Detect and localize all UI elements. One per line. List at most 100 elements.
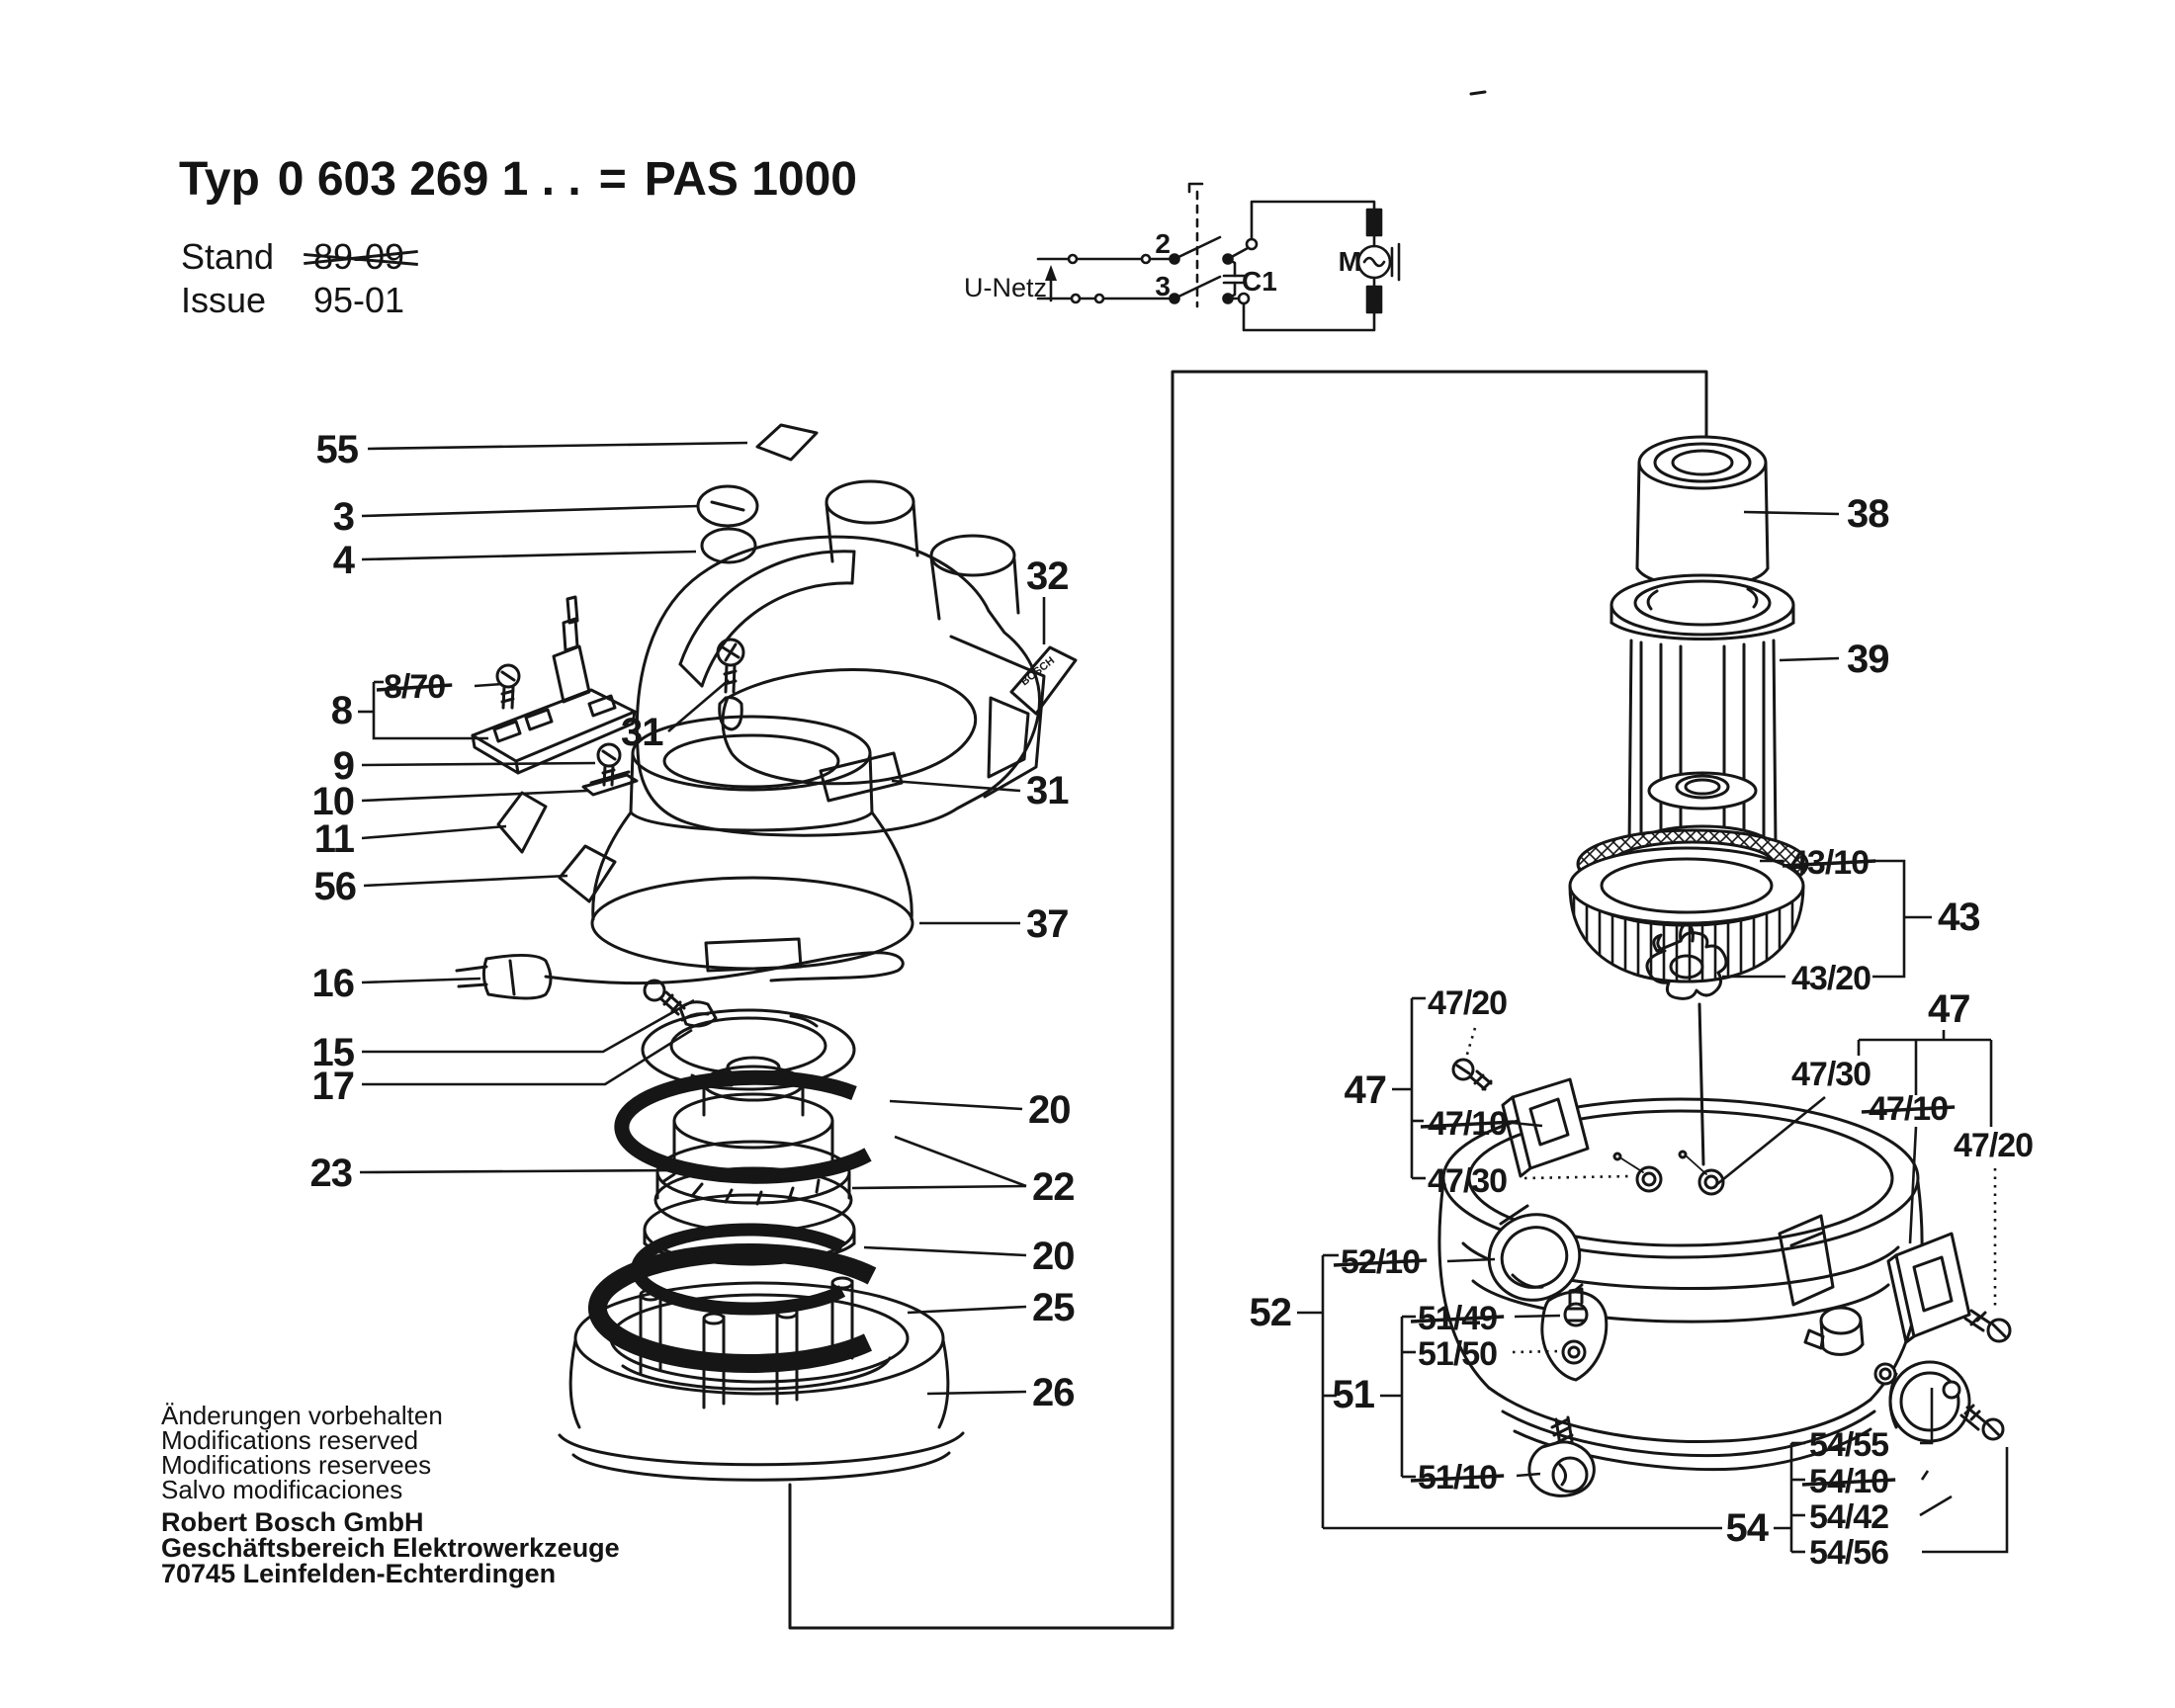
- pleated-filter-43-drawing: [1568, 828, 1809, 983]
- part-label-10: 10: [312, 780, 355, 823]
- company-line: 70745 Leinfelden-Echterdingen: [161, 1559, 557, 1588]
- legal-line: Salvo modificaciones: [161, 1475, 403, 1504]
- leader-54-55: [1920, 1388, 1934, 1445]
- capacitor-label: C1: [1242, 266, 1277, 297]
- leader-47-20L: [1464, 1027, 1477, 1059]
- part-label-15: 15: [312, 1031, 355, 1074]
- leader-25: [907, 1305, 1027, 1315]
- leader-47-30R: [1716, 1095, 1826, 1186]
- leader-20b: [863, 1245, 1027, 1257]
- part-label-43: 43: [1938, 896, 1980, 939]
- part-label-4: 4: [333, 539, 356, 582]
- leader-8: [372, 682, 488, 740]
- part-label-47-30R: 47/30: [1791, 1056, 1870, 1093]
- leader-38: [1743, 510, 1840, 516]
- motor-housing-37-drawing: [590, 715, 914, 973]
- leader-47-30L: [1523, 1174, 1632, 1180]
- leader-22: [851, 1184, 1027, 1190]
- sticker-11-drawing: [496, 791, 548, 854]
- leader-17: [362, 1028, 693, 1086]
- scan-artifact: [1469, 90, 1487, 96]
- c-ring-25-drawing: [587, 1243, 877, 1374]
- part-label-47R: 47: [1928, 987, 1970, 1031]
- leader-54-10: [1920, 1470, 1930, 1481]
- legal-line: Änderungen vorbehalten: [161, 1401, 443, 1430]
- strike-51-49: [1410, 1315, 1505, 1324]
- leader-47-10L: [1512, 1121, 1543, 1128]
- leader-56: [363, 874, 568, 888]
- part-label-16: 16: [312, 962, 355, 1005]
- screw-47-20-left-drawing: [1451, 1058, 1493, 1091]
- leader-51-49: [1514, 1314, 1561, 1319]
- screw-31-left-drawing: [716, 638, 745, 731]
- leader-8-70: [474, 682, 503, 688]
- part-label-51: 51: [1333, 1373, 1375, 1416]
- stand-label: Stand: [181, 236, 275, 277]
- part-label-38: 38: [1847, 492, 1889, 536]
- caster-51-10-drawing: [1527, 1415, 1596, 1497]
- part-label-31L: 31: [621, 711, 663, 754]
- typ-label: Typ: [179, 153, 260, 206]
- strike-43-10: [1782, 859, 1876, 868]
- leader-23: [359, 1168, 683, 1174]
- strike-51-10: [1410, 1474, 1505, 1483]
- part-label-43-20: 43/20: [1791, 960, 1870, 997]
- strike-47-10L: [1420, 1120, 1515, 1129]
- latch-left-47-10-drawing: [1501, 1077, 1590, 1178]
- leader-54-56: [1922, 1447, 2009, 1554]
- leader-31L: [667, 679, 730, 732]
- part-label-54-56: 54/56: [1809, 1534, 1888, 1572]
- issue-label: Issue: [181, 280, 267, 320]
- leader-43-10: [1872, 859, 1906, 979]
- part-label-17: 17: [312, 1065, 355, 1108]
- part-label-47-20L: 47/20: [1428, 984, 1507, 1022]
- leader-20a: [889, 1099, 1023, 1111]
- screw-54-56-drawing: [1959, 1404, 2005, 1441]
- leader-10: [361, 789, 588, 803]
- part-label-39: 39: [1847, 638, 1889, 681]
- power-cord-16-drawing: [455, 951, 905, 1000]
- screw-47-20-right-drawing: [1963, 1309, 2012, 1343]
- part-label-47-20R: 47/20: [1954, 1127, 2033, 1164]
- part-label-55: 55: [316, 428, 359, 471]
- part-label-3: 3: [333, 495, 354, 539]
- motor-unit-23-drawing: [653, 1056, 853, 1234]
- typ-number: 0 603 269 1 . .: [277, 153, 581, 206]
- stand-value-struck: 89-09: [313, 236, 405, 277]
- model-name: PAS 1000: [644, 153, 857, 206]
- float-flange-drawing: [1610, 573, 1795, 640]
- company-line: Robert Bosch GmbH: [161, 1507, 424, 1537]
- leader-9: [361, 761, 596, 767]
- legal-line: Modifications reservees: [161, 1450, 432, 1480]
- leader-15: [362, 998, 695, 1054]
- footer-legal: Änderungen vorbehalten Modifications res…: [161, 1401, 620, 1588]
- part-label-20b: 20: [1032, 1235, 1075, 1278]
- part-label-47L: 47: [1345, 1068, 1387, 1112]
- leader-52-10: [1446, 1257, 1496, 1263]
- part-label-37: 37: [1026, 902, 1069, 946]
- leader-39: [1779, 656, 1840, 662]
- latch-right-47-10-drawing: [1886, 1232, 1971, 1344]
- strike-47-10R: [1861, 1105, 1956, 1114]
- switch-pcb-8-drawing: [471, 595, 637, 775]
- wheel-54-drawing: [1873, 1360, 1971, 1443]
- strike-54-10: [1801, 1478, 1896, 1487]
- rim-nuts-47-30-drawing: [1612, 1150, 1725, 1196]
- rear-lug-drawing: [1803, 1306, 1865, 1356]
- leader-4: [361, 550, 697, 561]
- part-label-20a: 20: [1028, 1088, 1071, 1132]
- leader-22: [894, 1135, 1027, 1188]
- clip-10-drawing: [581, 770, 639, 797]
- leader-26: [926, 1390, 1027, 1396]
- part-label-52: 52: [1250, 1291, 1292, 1334]
- leader-51-10: [1516, 1472, 1541, 1478]
- part-label-11: 11: [314, 817, 355, 861]
- screw-15-drawing: [643, 979, 686, 1016]
- wiring-schematic-drawing: [1036, 182, 1401, 332]
- company-line: Geschäftsbereich Elektrowerkzeuge: [161, 1533, 620, 1563]
- leader-11: [361, 824, 507, 840]
